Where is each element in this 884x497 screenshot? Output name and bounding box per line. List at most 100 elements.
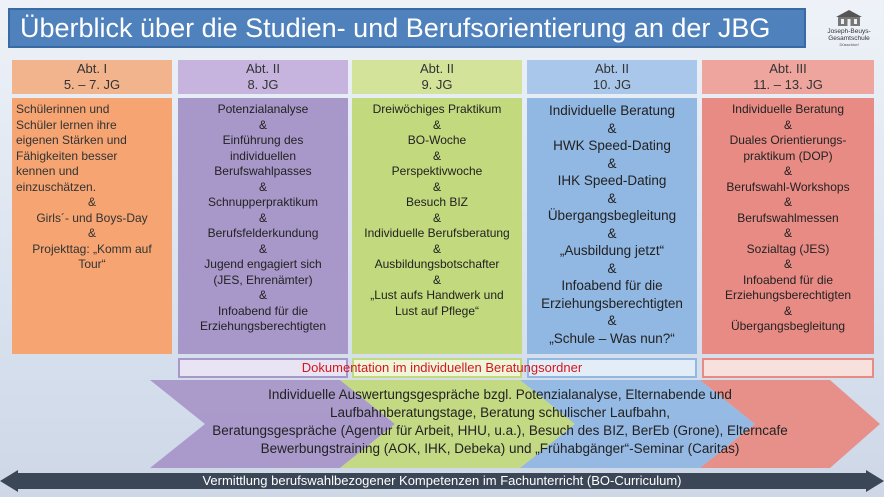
activity-line: Individuelle Berufsberatung (364, 226, 510, 240)
chevron-jg10 (520, 380, 755, 468)
activity-line: Erziehungsberechtigten (541, 295, 683, 311)
activity-line: Berufswahlpasses (214, 164, 312, 178)
activity-line: Erziehungsberechtigten (724, 288, 852, 302)
activity-line: Erziehungsberechtigten (199, 319, 327, 333)
activity-line: Girls´- und Boys-Day (36, 210, 148, 225)
activity-line: einzuschätzen. (16, 179, 97, 194)
page-title: Überblick über die Studien- und Berufsor… (8, 8, 806, 48)
activity-line: praktikum (DOP) (743, 148, 833, 163)
ampersand-separator: & (783, 195, 792, 209)
column-header-jg9: Abt. II 9. JG (352, 60, 522, 94)
activity-line: Duales Orientierungs- (729, 133, 847, 147)
activity-line: Perspektivwoche (391, 164, 483, 178)
activity-line: Schnupperpraktikum (207, 195, 319, 209)
logo-name-line1: Joseph-Beuys- (827, 28, 871, 35)
column-body-abt3: Individuelle Beratung & Duales Orientierun… (702, 98, 874, 354)
curriculum-double-arrow (0, 470, 884, 492)
ampersand-separator: & (432, 241, 441, 256)
documentation-strip-abt3 (702, 358, 874, 378)
activity-line: kennen und (16, 164, 79, 178)
ampersand-separator: & (432, 117, 441, 132)
activity-line: Infoabend für die (742, 272, 834, 287)
activity-line: Individuelle Beratung (548, 103, 676, 118)
activity-line: „Ausbildung jetzt“ (559, 243, 665, 258)
documentation-label: Dokumentation im individuellen Beratungs… (301, 360, 583, 375)
activity-line: Einführung des (222, 133, 304, 147)
counseling-line: Beratungsgespräche (Agentur für Arbeit, … (212, 423, 788, 438)
activity-line: HWK Speed-Dating (553, 138, 671, 153)
activity-line: individuellen (229, 148, 297, 163)
documentation-strip-jg9 (352, 358, 522, 378)
logo-name-line2: Gesamtschule (828, 35, 870, 42)
column-header-jg8: Abt. II 8. JG (178, 60, 348, 94)
ampersand-separator: & (607, 313, 617, 328)
activity-line: Übergangsbegleitung (730, 319, 846, 333)
activity-line: Schüler lernen ihre (16, 117, 117, 132)
ampersand-separator: & (258, 288, 267, 302)
ampersand-separator: & (607, 120, 617, 136)
activity-line: Übergangsbegleitung (547, 208, 677, 223)
column-dept: Abt. I (76, 61, 108, 76)
ampersand-separator: & (258, 241, 267, 256)
column-body-jg10: Individuelle Beratung & HWK Speed-Dating & I… (527, 98, 697, 354)
column-body-jg9: Dreiwöchiges Praktikum&BO-Woche&Perspekt… (352, 98, 522, 354)
column-header-abt3: Abt. III 11. – 13. JG (702, 60, 874, 94)
ampersand-separator: & (258, 210, 267, 225)
column-dept: Abt. II (246, 61, 280, 76)
ampersand-separator: & (87, 226, 96, 240)
activity-line: IHK Speed-Dating (557, 173, 667, 188)
activity-line: (JES, Ehrenämter) (213, 272, 313, 287)
activity-line: Jugend engagiert sich (204, 257, 322, 271)
column-dept: Abt. II (420, 61, 454, 76)
ampersand-separator: & (607, 190, 617, 206)
ampersand-separator: & (432, 179, 441, 194)
logo-sub: Düsseldorf (839, 42, 859, 47)
documentation-strip-jg8 (178, 358, 348, 378)
school-logo: Joseph-Beuys- Gesamtschule Düsseldorf (818, 8, 880, 52)
ampersand-separator: & (432, 272, 441, 287)
chevron-abt3 (700, 380, 880, 468)
column-dept: Abt. II (595, 61, 629, 76)
ampersand-separator: & (783, 303, 792, 318)
counseling-chevron-band (150, 380, 880, 468)
activity-line: Dreiwöchiges Praktikum (372, 102, 502, 116)
activity-line: Ausbildungsbotschafter (374, 257, 500, 271)
activity-line: Tour“ (78, 257, 106, 271)
activity-line: Berufswahlmessen (737, 210, 839, 225)
chevron-jg9 (340, 380, 575, 468)
ampersand-separator: & (607, 225, 617, 241)
activity-line: Infoabend für die (561, 278, 663, 293)
ampersand-separator: & (258, 179, 267, 194)
activity-line: Projekttag: „Komm auf (32, 241, 152, 256)
activity-line: BO-Woche (407, 133, 467, 147)
activity-line: Infoabend für die (217, 303, 309, 318)
chevron-jg8 (150, 380, 395, 468)
activity-line: Fähigkeiten besser (16, 148, 118, 163)
column-dept: Abt. III (769, 61, 807, 76)
activity-line: Berufsfelderkundung (207, 226, 319, 240)
ampersand-separator: & (783, 164, 792, 178)
ampersand-separator: & (87, 195, 96, 209)
column-grade: 8. JG (247, 77, 279, 92)
counseling-text: Individuelle Auswertungsgespräche bzgl. … (150, 386, 850, 458)
counseling-line: Bewerbungstraining (AOK, IHK, Debeka) un… (260, 441, 740, 456)
ampersand-separator: & (607, 155, 617, 171)
curriculum-arrow-label: Vermittlung berufswahlbezogener Kompeten… (202, 473, 682, 488)
activity-line: Besuch BIZ (405, 195, 469, 209)
counseling-line: Individuelle Auswertungsgespräche bzgl. … (268, 387, 732, 402)
activity-line: „Lust aufs Handwerk und (370, 288, 504, 302)
ampersand-separator: & (258, 117, 267, 132)
documentation-strip-jg10 (527, 358, 697, 378)
column-grade: 10. JG (592, 77, 632, 92)
activity-line: eigenen Stärken und (16, 133, 127, 147)
column-grade: 9. JG (421, 77, 453, 92)
column-grade: 5. – 7. JG (63, 77, 121, 92)
ampersand-separator: & (432, 148, 441, 163)
activity-line: Schülerinnen und (16, 102, 110, 116)
activity-line: Individuelle Beratung (731, 102, 845, 116)
column-grade: 11. – 13. JG (753, 77, 823, 92)
ampersand-separator: & (783, 257, 792, 271)
ampersand-separator: & (783, 226, 792, 240)
